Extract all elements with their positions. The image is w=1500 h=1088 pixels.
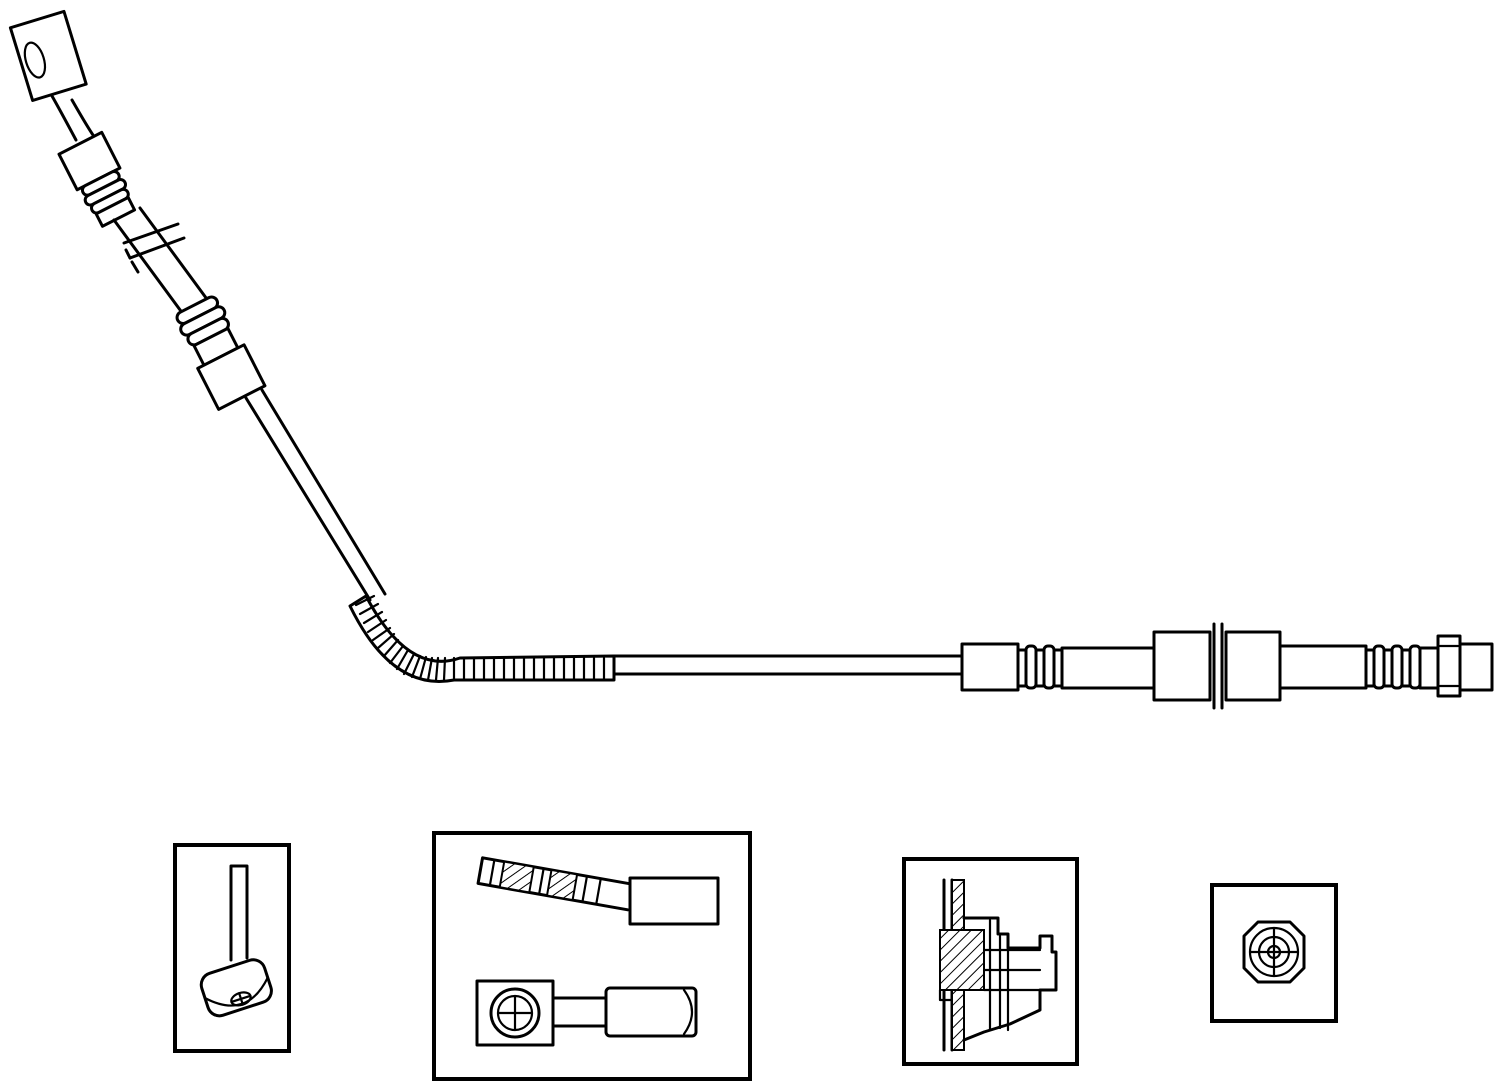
brake-line-diagonal [244, 388, 387, 602]
right-fitting-chain [960, 622, 1494, 710]
eye-connector [8, 9, 88, 102]
hose-assembly [8, 9, 1494, 710]
flexible-hose-body [112, 206, 214, 320]
detail-eye-connector [173, 843, 291, 1053]
lower-crimp-sleeve [175, 295, 267, 411]
detail-bracket-section [902, 857, 1079, 1066]
detail-sleeve-connectors [432, 831, 752, 1081]
brake-line-horizontal [612, 654, 964, 676]
upper-crimp-sleeve [57, 130, 137, 228]
hose-tube-upper [50, 94, 97, 142]
detail-fitting-end-view [1210, 883, 1338, 1023]
protective-spring [348, 594, 616, 683]
